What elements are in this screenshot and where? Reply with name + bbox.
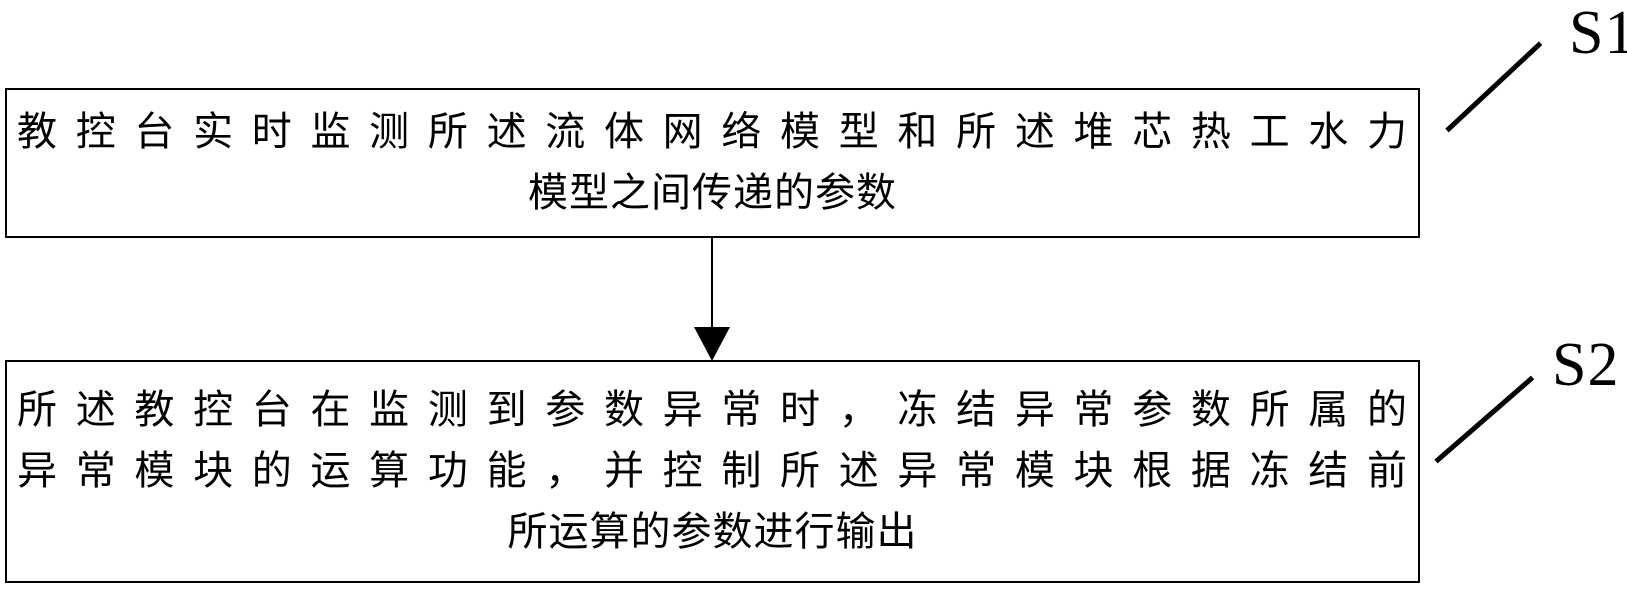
leader-line-s2 <box>1434 375 1535 464</box>
connector-arrow-shaft <box>711 238 713 330</box>
connector-arrow-head-icon <box>694 327 730 361</box>
leader-line-s1 <box>1445 41 1543 133</box>
step-s2-text-line-1: 所述教控台在监测到参数异常时，冻结异常参数所属的 <box>17 387 1408 433</box>
step-s2-text-line-3: 所运算的参数进行输出 <box>507 508 918 554</box>
step-s2-text-line-2: 异常模块的运算功能，并控制所述异常模块根据冻结前 <box>17 448 1408 494</box>
step-box-s2: 所述教控台在监测到参数异常时，冻结异常参数所属的 异常模块的运算功能，并控制所述… <box>5 360 1420 583</box>
step-s1-text-line-2: 模型之间传递的参数 <box>528 170 897 215</box>
step-box-s1: 教控台实时监测所述流体网络模型和所述堆芯热工水力 模型之间传递的参数 <box>5 88 1420 238</box>
step-label-s1: S1 <box>1569 0 1627 67</box>
step-s1-text-line-1: 教控台实时监测所述流体网络模型和所述堆芯热工水力 <box>17 109 1408 155</box>
step-label-s2: S2 <box>1552 331 1620 399</box>
